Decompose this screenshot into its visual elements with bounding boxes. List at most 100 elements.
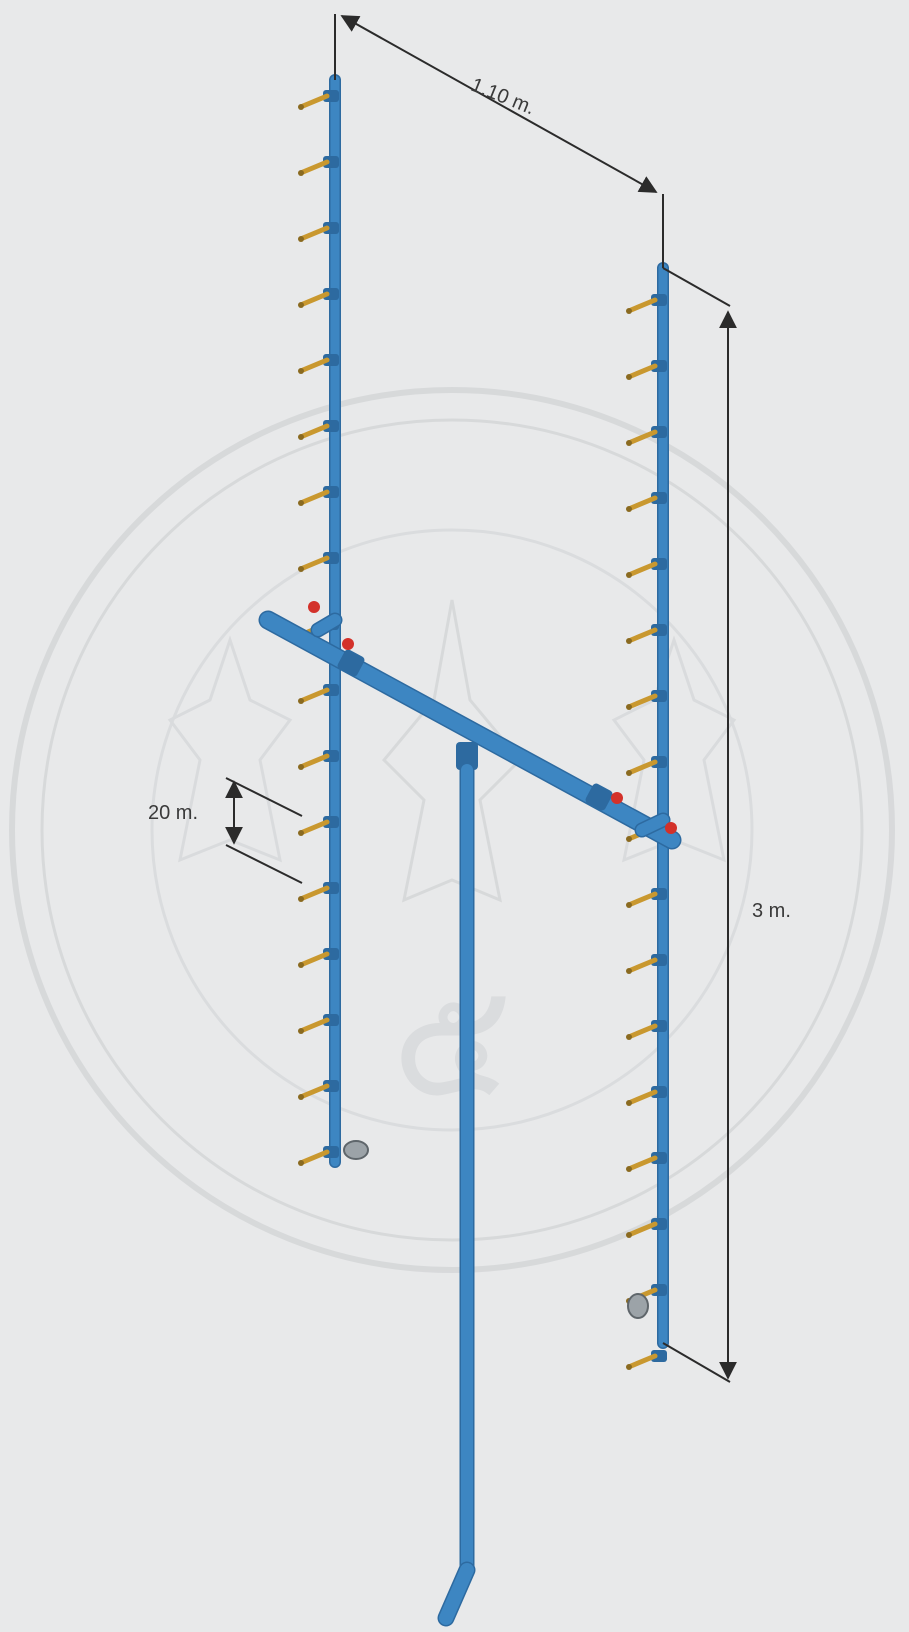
right-nozzle-11-tee	[651, 954, 667, 966]
height-dimension-label: 3 m.	[752, 900, 791, 922]
right-nozzle-5-tee	[651, 558, 667, 570]
svg-text:๕: ๕	[391, 946, 512, 1133]
left-nozzle-15-tee	[323, 1014, 339, 1026]
right-nozzle-6	[628, 627, 658, 643]
left-nozzle-10-tip	[298, 698, 304, 704]
right-nozzle-3-tee	[651, 426, 667, 438]
width-dimension-line	[340, 15, 658, 193]
left-nozzle-7-tee	[323, 486, 339, 498]
right-nozzle-4-tee	[651, 492, 667, 504]
right-nozzle-12	[628, 1023, 658, 1039]
right-nozzle-6-tip	[626, 638, 632, 644]
left-nozzle-4	[300, 291, 330, 307]
left-nozzle-1	[300, 93, 330, 109]
right-nozzle-7	[628, 693, 658, 709]
right-nozzle-9-tip	[626, 836, 632, 842]
right-nozzle-3	[628, 429, 658, 445]
right-nozzle-10-tip	[626, 902, 632, 908]
right-nozzle-8-tip	[626, 770, 632, 776]
right-nozzle-2-tee	[651, 360, 667, 372]
right-nozzle-8	[628, 759, 658, 775]
right-inline-valve	[611, 792, 623, 804]
left-nozzle-3-tip	[298, 236, 304, 242]
left-nozzle-10	[300, 687, 330, 703]
left-nozzle-7-tip	[298, 500, 304, 506]
left-nozzle-12	[300, 819, 330, 835]
left-nozzle-6-tip	[298, 434, 304, 440]
left-inline-valve	[342, 638, 354, 650]
left-nozzle-2-tee	[323, 156, 339, 168]
left-nozzle-11-tip	[298, 764, 304, 770]
left-valve-handle	[308, 601, 320, 613]
left-nozzle-16	[300, 1083, 330, 1099]
left-nozzle-6	[300, 423, 330, 439]
right-nozzle-1	[628, 297, 658, 313]
watermark-seal: ๕	[9, 387, 895, 1273]
left-nozzle-4-tip	[298, 302, 304, 308]
right-nozzle-14-tip	[626, 1166, 632, 1172]
left-nozzle-11	[300, 753, 330, 769]
left-nozzle-14	[300, 951, 330, 967]
right-nozzle-11	[628, 957, 658, 973]
left-nozzle-8-tip	[298, 566, 304, 572]
right-nozzle-7-tip	[626, 704, 632, 710]
left-nozzle-6-tee	[323, 420, 339, 432]
right-nozzle-1-tip	[626, 308, 632, 314]
right-nozzle-7-tee	[651, 690, 667, 702]
left-nozzle-17-tip	[298, 1160, 304, 1166]
left-nozzle-1-tee	[323, 90, 339, 102]
left-nozzle-16-tip	[298, 1094, 304, 1100]
pipe-assembly	[258, 74, 682, 1627]
left-end-cap	[343, 1140, 369, 1160]
left-nozzle-5	[300, 357, 330, 373]
left-nozzle-5-tee	[323, 354, 339, 366]
height-extension-bottom	[662, 1342, 731, 1383]
left-nozzle-14-tee	[323, 948, 339, 960]
right-nozzle-1-tee	[651, 294, 667, 306]
right-nozzle-12-tip	[626, 1034, 632, 1040]
left-nozzle-8-tee	[323, 552, 339, 564]
right-nozzle-2	[628, 363, 658, 379]
spacing-dimension-label: 20 m.	[148, 802, 199, 824]
right-nozzle-16-tee	[651, 1284, 667, 1296]
right-nozzle-4-tip	[626, 506, 632, 512]
supply-elbow	[439, 1563, 474, 1625]
left-nozzle-13	[300, 885, 330, 901]
left-nozzle-12-tee	[323, 816, 339, 828]
left-nozzle-13-tip	[298, 896, 304, 902]
right-union	[585, 783, 613, 811]
left-union	[337, 649, 365, 677]
left-nozzle-7	[300, 489, 330, 505]
left-nozzle-12-tip	[298, 830, 304, 836]
left-nozzle-17	[300, 1149, 330, 1165]
left-nozzle-5-tip	[298, 368, 304, 374]
left-nozzle-13-tee	[323, 882, 339, 894]
right-nozzle-11-tip	[626, 968, 632, 974]
left-nozzle-15-tip	[298, 1028, 304, 1034]
left-nozzle-2	[300, 159, 330, 175]
right-nozzle-2-tip	[626, 374, 632, 380]
right-nozzle-13-tee	[651, 1086, 667, 1098]
right-nozzle-5	[628, 561, 658, 577]
right-nozzle-15	[628, 1221, 658, 1237]
left-nozzle-15	[300, 1017, 330, 1033]
left-nozzle-16-tee	[323, 1080, 339, 1092]
right-nozzle-17	[628, 1353, 658, 1369]
spacing-extension-bottom	[225, 844, 303, 884]
left-nozzle-8	[300, 555, 330, 571]
right-nozzle-3-tip	[626, 440, 632, 446]
right-nozzle-4	[628, 495, 658, 511]
right-nozzle-8-tee	[651, 756, 667, 768]
right-nozzle-13-tip	[626, 1100, 632, 1106]
left-nozzle-10-tee	[323, 684, 339, 696]
right-nozzle-6-tee	[651, 624, 667, 636]
left-nozzle-11-tee	[323, 750, 339, 762]
left-nozzle-17-tee	[323, 1146, 339, 1158]
left-nozzle-3	[300, 225, 330, 241]
right-nozzle-12-tee	[651, 1020, 667, 1032]
right-branch-connector	[636, 814, 669, 836]
right-nozzle-14	[628, 1155, 658, 1171]
height-extension-top	[662, 267, 731, 307]
